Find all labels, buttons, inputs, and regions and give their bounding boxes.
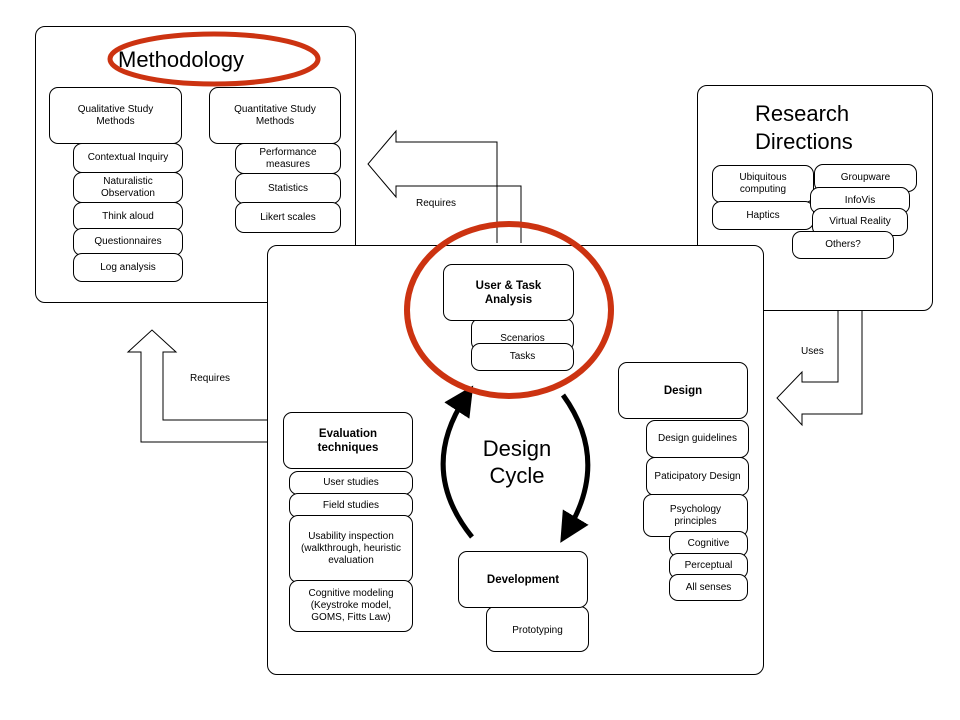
evaluation-techniques-box: Evaluation techniques xyxy=(283,412,413,469)
uses-arrow xyxy=(776,311,863,427)
naturalistic-observation-box: Naturalistic Observation xyxy=(73,172,183,203)
requires-left-arrow xyxy=(126,329,283,443)
requires-left-label: Requires xyxy=(190,373,231,384)
think-aloud-box: Think aloud xyxy=(73,202,183,231)
development-box: Development xyxy=(458,551,588,608)
log-analysis-box: Log analysis xyxy=(73,253,183,282)
statistics-box: Statistics xyxy=(235,173,341,204)
design-cycle-title: Design Cycle xyxy=(482,436,552,488)
cognitive-modeling-box: Cognitive modeling (Keystroke model, GOM… xyxy=(289,580,413,632)
ubiquitous-computing-box: Ubiquitous computing xyxy=(712,165,814,203)
others-box: Others? xyxy=(792,231,894,259)
participatory-design-box: Paticipatory Design xyxy=(646,457,749,496)
user-task-analysis-box: User & Task Analysis xyxy=(443,264,574,321)
requires-top-label: Requires xyxy=(416,198,457,209)
requires-top-arrow xyxy=(367,129,522,243)
likert-scales-box: Likert scales xyxy=(235,202,341,233)
haptics-box: Haptics xyxy=(712,201,814,230)
design-box: Design xyxy=(618,362,748,419)
usability-inspection-box: Usability inspection (walkthrough, heuri… xyxy=(289,515,413,583)
prototyping-box: Prototyping xyxy=(486,606,589,652)
tasks-box: Tasks xyxy=(471,343,574,371)
cognitive-box: Cognitive xyxy=(669,531,748,557)
user-studies-box: User studies xyxy=(289,471,413,495)
performance-measures-box: Performance measures xyxy=(235,143,341,174)
all-senses-box: All senses xyxy=(669,574,748,601)
psychology-principles-box: Psychology principles xyxy=(643,494,748,537)
design-guidelines-box: Design guidelines xyxy=(646,420,749,458)
uses-label: Uses xyxy=(801,346,824,357)
research-directions-title: Research Directions xyxy=(755,101,853,154)
